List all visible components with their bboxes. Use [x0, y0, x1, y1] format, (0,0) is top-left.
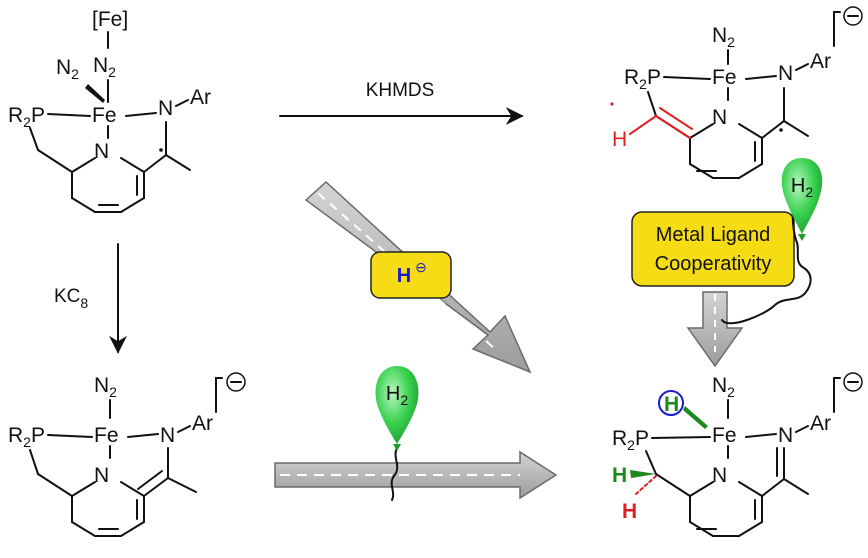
khmds-label: KHMDS [366, 80, 435, 101]
svg-text:H: H [622, 500, 637, 523]
svg-text:N: N [158, 97, 173, 120]
mlc-line1: Metal Ligand [656, 224, 771, 246]
balloon-top: H2 [721, 158, 823, 325]
svg-text:Fe: Fe [712, 424, 737, 447]
svg-text:Fe: Fe [92, 104, 117, 127]
anion-charge-bottom [843, 372, 863, 392]
molecule-hydride-product: N2 H Fe R2P N Ar N H H [612, 372, 863, 537]
svg-text:[Fe]: [Fe] [92, 8, 128, 31]
svg-text:N: N [778, 424, 793, 447]
svg-text:Fe: Fe [712, 66, 737, 89]
svg-text:Fe: Fe [94, 424, 119, 447]
svg-text:N: N [712, 464, 727, 487]
svg-text:N2: N2 [93, 54, 116, 80]
svg-text:H: H [664, 393, 679, 416]
molecule-khmds-product: N2 Fe R2P N Ar N H [610, 6, 863, 179]
hydride-label: H [397, 265, 411, 287]
mlc-line2: Cooperativity [655, 253, 772, 275]
hydride-box: H ⊖ [370, 251, 452, 299]
h2-label-bottom: H2 [386, 383, 408, 408]
anion-charge-top [843, 6, 863, 26]
svg-text:H: H [612, 464, 627, 487]
hydride-ring [658, 390, 684, 416]
anion-charge-left [226, 372, 246, 392]
svg-text:Ar: Ar [810, 50, 831, 73]
svg-text:R2P: R2P [612, 427, 649, 453]
svg-text:R2P: R2P [624, 66, 661, 92]
mlc-box: Metal Ligand Cooperativity [631, 211, 795, 287]
svg-text:R2P: R2P [8, 104, 45, 130]
kc8-label: KC8 [54, 286, 88, 311]
svg-text:R2P: R2P [8, 424, 45, 450]
svg-text:H: H [612, 128, 627, 151]
svg-text:N: N [712, 106, 727, 129]
molecule-kc8-product: N2 Fe R2P N Ar N [8, 372, 246, 537]
hydride-charge: ⊖ [415, 259, 427, 275]
svg-text:Ar: Ar [192, 412, 213, 435]
svg-text:N2: N2 [94, 374, 117, 400]
svg-text:N: N [94, 464, 109, 487]
svg-text:N2: N2 [712, 24, 735, 50]
svg-text:N: N [94, 140, 109, 163]
svg-text:N2: N2 [712, 374, 735, 400]
horizontal-road-arrow [274, 450, 558, 500]
molecule-start: [Fe] N2 N2 Fe R2P N Ar N [8, 8, 211, 213]
svg-text:N2: N2 [56, 56, 79, 82]
h2-label-top: H2 [791, 175, 813, 200]
balloon-bottom: H2 [375, 366, 419, 501]
svg-text:N: N [160, 424, 175, 447]
svg-text:N: N [778, 62, 793, 85]
svg-text:Ar: Ar [810, 412, 831, 435]
vertical-road-arrow [686, 291, 744, 368]
svg-text:Ar: Ar [190, 86, 211, 109]
